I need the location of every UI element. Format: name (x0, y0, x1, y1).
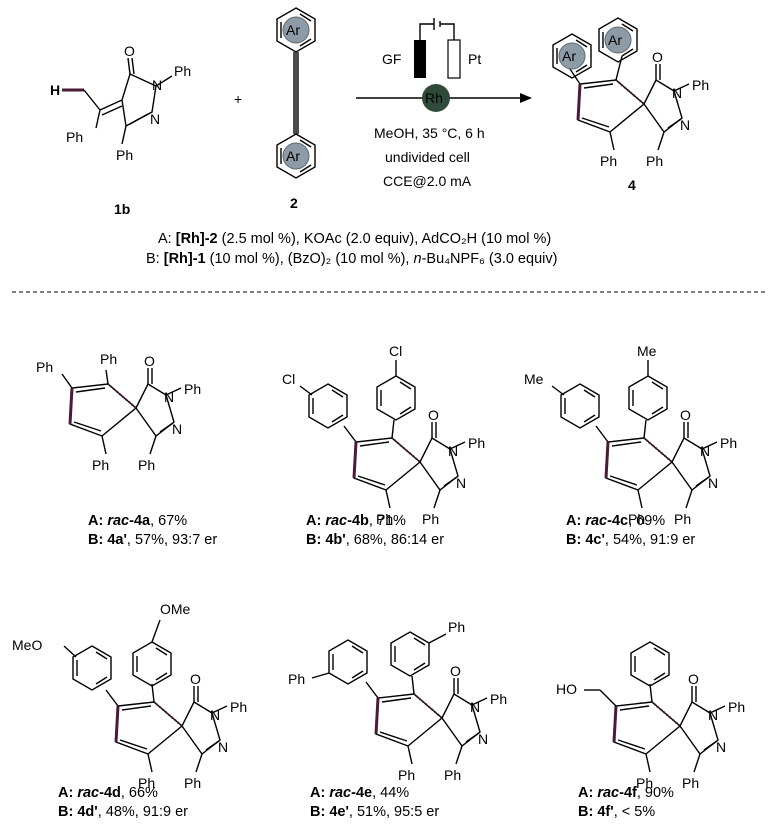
svg-text:Ar: Ar (608, 32, 622, 48)
label-2: 2 (290, 195, 298, 211)
svg-text:Cl: Cl (282, 371, 295, 387)
structure-4d: OMe MeO (12, 601, 249, 793)
condition-cell: undivided cell (385, 149, 470, 165)
caption-4a: A: rac-4a, 67% B: 4a', 57%, 93:7 er (88, 513, 218, 548)
plus-sign: + (234, 91, 242, 107)
structure-4b: Cl Cl (282, 343, 487, 529)
condition-b: B: [Rh]-1 (10 mol %), (BzO)₂ (10 mol %),… (146, 251, 558, 267)
caption-4e: A: rac-4e, 44% B: 4e', 51%, 95:5 er (310, 785, 440, 820)
reactant-2-alkyne: Ar Ar (276, 7, 316, 179)
condition-a: A: [Rh]-2 (2.5 mol %), KOAc (2.0 equiv),… (158, 231, 552, 247)
svg-text:Ar: Ar (562, 48, 576, 64)
svg-text:Rh: Rh (425, 90, 443, 106)
svg-text:OMe: OMe (160, 601, 191, 617)
reactant-1b: H O N Ph N Ph Ph (50, 43, 191, 163)
svg-text:GF: GF (382, 51, 401, 67)
svg-text:Ph: Ph (116, 147, 133, 163)
structure-4e: Ph Ph (288, 619, 509, 785)
svg-text:Ph: Ph (100, 351, 117, 367)
svg-text:Me: Me (637, 343, 657, 359)
label-1b: 1b (114, 201, 130, 217)
condition-solvent: MeOH, 35 °C, 6 h (374, 125, 485, 141)
svg-text:Ph: Ph (288, 671, 305, 687)
electrolysis-setup: GF Pt Rh (356, 18, 532, 112)
label-4: 4 (628, 177, 636, 193)
caption-4d: A: rac-4d, 66% B: 4d', 48%, 91:9 er (58, 785, 188, 820)
svg-text:N: N (152, 77, 162, 93)
svg-text:N: N (150, 111, 160, 127)
svg-text:Ar: Ar (286, 148, 300, 164)
product-4: Ar Ar (552, 17, 711, 171)
svg-text:Cl: Cl (389, 343, 402, 359)
svg-text:Ph: Ph (448, 619, 465, 635)
svg-text:HO: HO (556, 681, 577, 697)
svg-text:Pt: Pt (468, 51, 481, 67)
structure-4a: Ph Ph (36, 351, 203, 475)
svg-text:Me: Me (524, 371, 544, 387)
svg-text:Ar: Ar (286, 22, 300, 38)
caption-4c: A: rac-4c, 69% B: 4c', 54%, 91:9 er (566, 513, 696, 548)
svg-text:H: H (50, 82, 60, 98)
structure-4c: Me Me (524, 343, 739, 529)
caption-4b: A: rac-4b, 71% B: 4b', 68%, 86:14 er (306, 513, 445, 548)
condition-current: CCE@2.0 mA (383, 173, 472, 189)
svg-text:MeO: MeO (12, 637, 42, 653)
svg-text:O: O (124, 43, 135, 59)
svg-text:Ph: Ph (174, 63, 191, 79)
caption-4f: A: rac-4f, 90% B: 4f', < 5% (578, 785, 674, 820)
svg-text:Ph: Ph (36, 359, 53, 375)
structure-4f: HO (556, 641, 747, 793)
svg-text:Ph: Ph (66, 129, 83, 145)
